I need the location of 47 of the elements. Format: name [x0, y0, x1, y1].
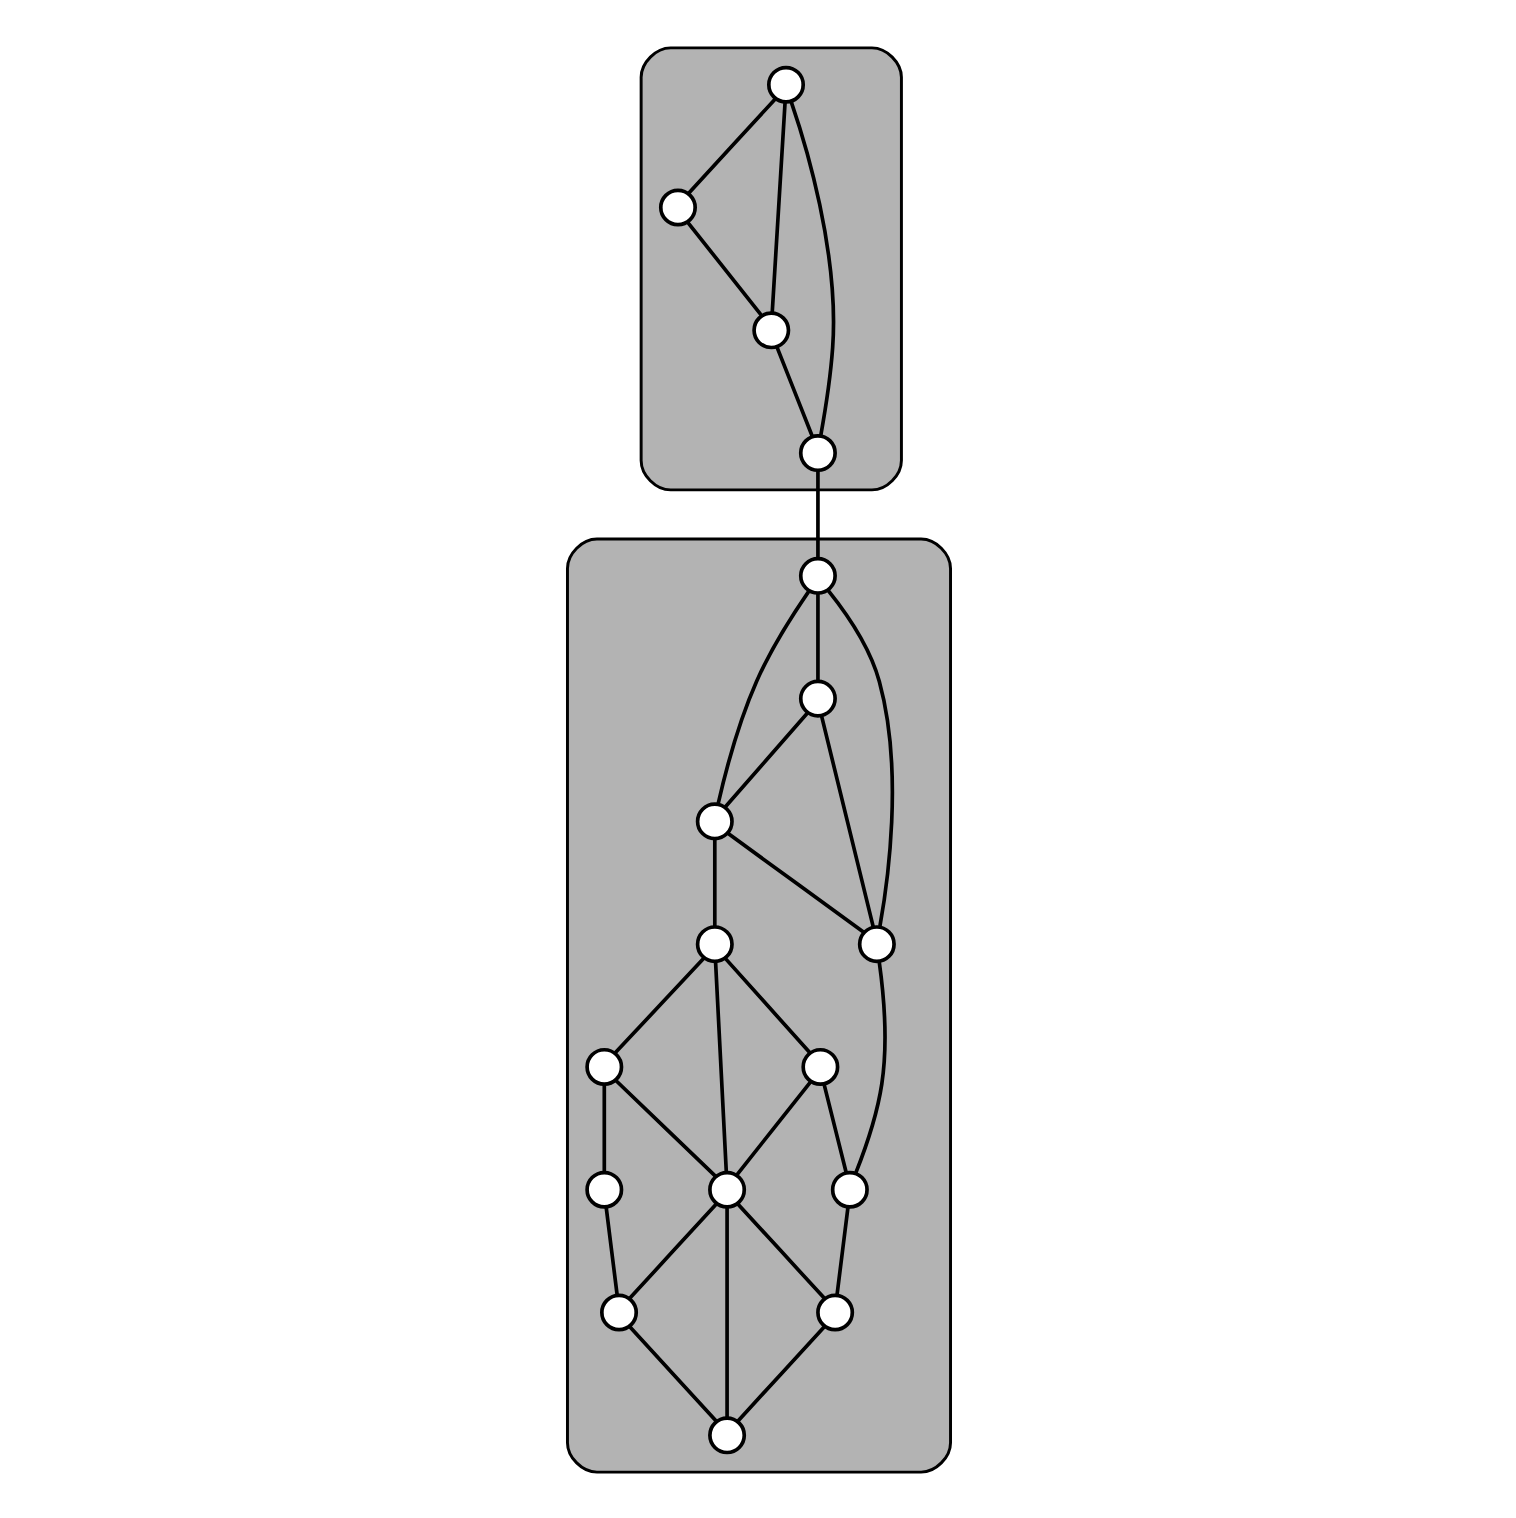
- connector: [815, 592, 819, 681]
- connector: [788, 100, 835, 436]
- connector: [627, 1324, 717, 1422]
- connector: [711, 838, 716, 926]
- node-circle: [584, 1169, 623, 1208]
- node-circle: [707, 1169, 746, 1208]
- connector: [821, 1082, 847, 1173]
- connector: [724, 1206, 728, 1417]
- connector: [834, 1206, 849, 1295]
- connector: [725, 830, 864, 933]
- node-circle: [584, 1046, 623, 1085]
- connector: [627, 1201, 717, 1299]
- node-circle: [797, 555, 836, 594]
- node-circle: [694, 801, 733, 840]
- connector: [685, 220, 763, 316]
- connector: [818, 714, 874, 927]
- node-circle: [766, 64, 805, 103]
- connector: [603, 1206, 618, 1295]
- connector: [774, 345, 814, 437]
- connector: [734, 1079, 811, 1176]
- node-circle: [829, 1169, 868, 1208]
- connector: [712, 960, 728, 1172]
- connector: [735, 1324, 825, 1422]
- connector: [722, 710, 809, 808]
- node-circle: [657, 187, 696, 226]
- connector: [686, 96, 776, 194]
- node-circle: [751, 310, 790, 349]
- connector: [612, 956, 705, 1054]
- node-circle: [707, 1415, 746, 1454]
- connector: [722, 956, 811, 1054]
- cluster: [638, 45, 902, 491]
- connector: [815, 469, 819, 558]
- node-circle: [856, 924, 895, 963]
- connector: [601, 1083, 606, 1172]
- node-circle: [815, 1292, 854, 1331]
- connector: [613, 1077, 716, 1177]
- node-circle: [797, 433, 836, 472]
- node-circle: [599, 1292, 638, 1331]
- connector: [769, 101, 786, 312]
- connector: [715, 589, 810, 804]
- connector: [735, 1201, 825, 1299]
- node-circle: [694, 924, 733, 963]
- connector: [853, 960, 886, 1173]
- connector: [825, 588, 894, 926]
- node-circle: [800, 1046, 839, 1085]
- node-circle: [797, 678, 836, 717]
- cluster: [565, 536, 951, 1473]
